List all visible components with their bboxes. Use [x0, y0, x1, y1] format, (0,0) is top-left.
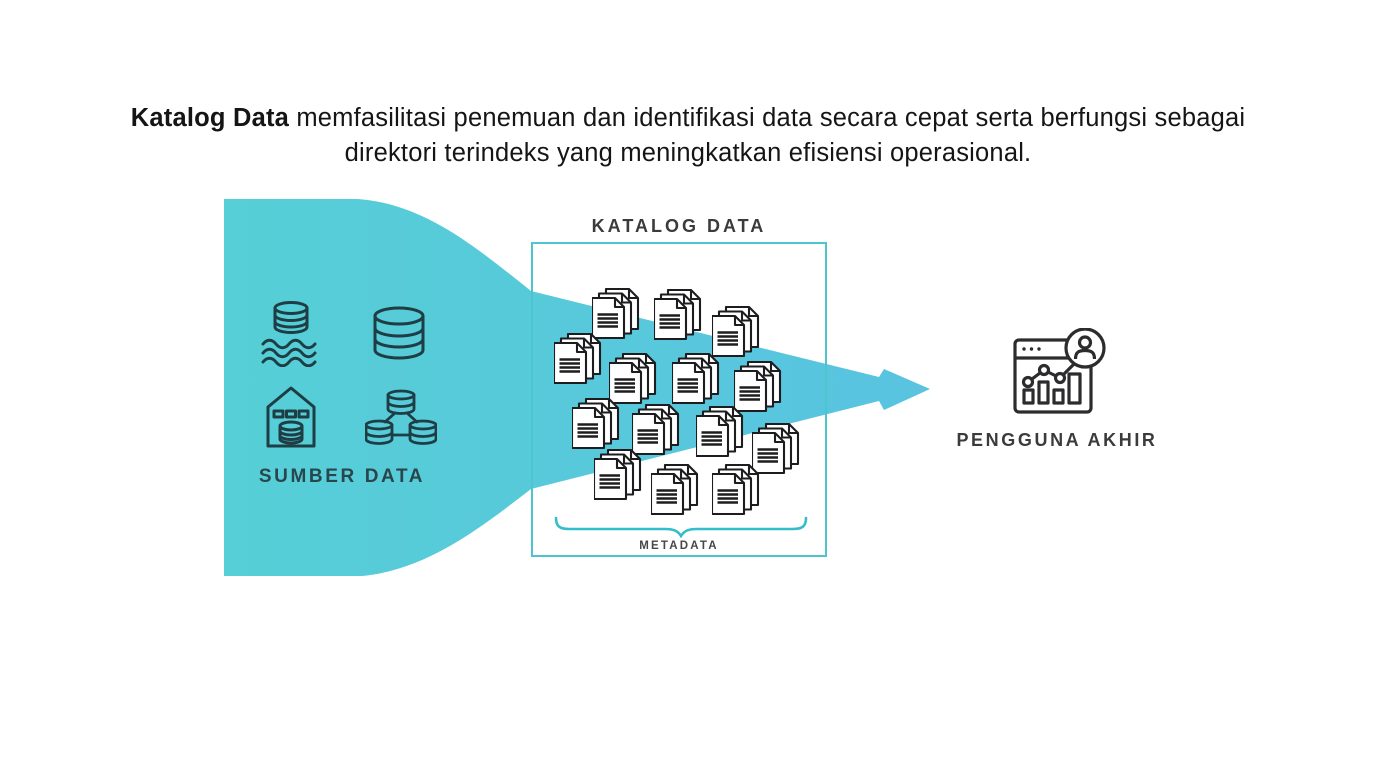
document-stack-icon — [734, 361, 782, 413]
sumber-data-label: SUMBER DATA — [258, 466, 426, 487]
document-stack-icon — [632, 404, 680, 456]
katalog-data-label: KATALOG DATA — [591, 216, 767, 236]
heading-term: Katalog Data — [130, 104, 290, 132]
document-stack-icon — [609, 353, 657, 405]
document-stack-icon — [672, 353, 720, 405]
database-icon — [371, 306, 427, 360]
document-stack-icon — [696, 406, 744, 458]
metadata-brace — [554, 516, 808, 539]
data-lake-icon — [258, 299, 324, 367]
katalog-data-box: METADATA — [531, 242, 827, 557]
heading: Katalog Data memfasilitasi penemuan dan … — [93, 101, 1283, 171]
document-stack-icon — [654, 289, 702, 341]
document-stack-icon — [651, 464, 699, 516]
document-stack-icon — [592, 288, 640, 340]
document-stack-icon — [572, 398, 620, 450]
metadata-label: METADATA — [639, 540, 719, 552]
heading-description: memfasilitasi penemuan dan identifikasi … — [289, 104, 1246, 167]
documents-layer — [533, 244, 825, 555]
document-stack-icon — [712, 464, 760, 516]
pengguna-akhir-label: PENGGUNA AKHIR — [956, 430, 1158, 450]
distributed-database-icon — [365, 387, 437, 449]
document-stack-icon — [594, 449, 642, 501]
data-warehouse-icon — [263, 384, 319, 450]
document-stack-icon — [712, 306, 760, 358]
dashboard-user-icon — [1012, 327, 1106, 423]
document-stack-icon — [554, 333, 602, 385]
document-stack-icon — [752, 423, 800, 475]
